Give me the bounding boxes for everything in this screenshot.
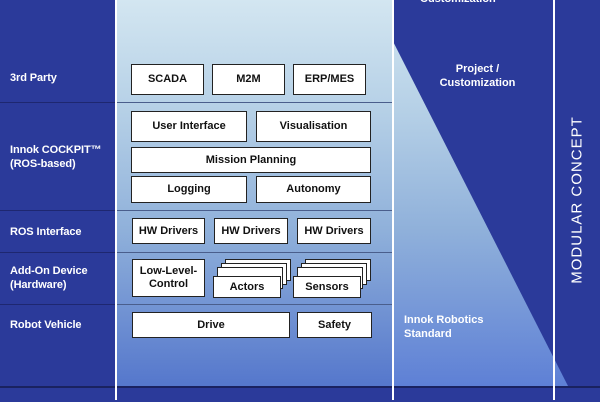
modular-concept-title: MODULAR CONCEPT bbox=[568, 116, 586, 284]
row-label-robot-vehicle: Robot Vehicle bbox=[10, 319, 82, 331]
label-line: Standard bbox=[404, 328, 452, 340]
row-divider bbox=[117, 252, 392, 253]
box-actors: Actors bbox=[213, 276, 281, 298]
row-label-line: Add-On Device bbox=[10, 265, 88, 277]
row-divider bbox=[117, 102, 392, 103]
row-label-add-on-device: Add-On Device (Hardware) bbox=[10, 264, 88, 292]
box-m2m: M2M bbox=[212, 64, 285, 95]
box-user-interface: User Interface bbox=[131, 111, 247, 142]
label-line: Customization bbox=[439, 77, 516, 89]
row-divider bbox=[117, 210, 392, 211]
column-divider bbox=[553, 0, 555, 400]
box-autonomy: Autonomy bbox=[256, 176, 371, 203]
box-text-line: Low-Level- bbox=[139, 265, 198, 277]
row-divider bbox=[117, 304, 392, 305]
box-logging: Logging bbox=[131, 176, 247, 203]
column-divider bbox=[392, 0, 394, 400]
innok-standard-label: Innok Robotics Standard bbox=[404, 313, 483, 341]
label-line: Innok Robotics bbox=[404, 314, 484, 326]
customization-area bbox=[394, 0, 574, 386]
row-label-ros-interface: ROS Interface bbox=[10, 226, 82, 238]
row-divider bbox=[0, 102, 115, 103]
project-customization-label: Project / Customization bbox=[420, 62, 535, 90]
row-divider bbox=[0, 210, 115, 211]
bottom-band bbox=[0, 386, 600, 402]
customization-cut-label: Customization bbox=[420, 0, 496, 6]
box-safety: Safety bbox=[297, 312, 372, 338]
box-visualisation: Visualisation bbox=[256, 111, 371, 142]
box-text-line: Control bbox=[148, 278, 189, 290]
row-label-line: (ROS-based) bbox=[10, 158, 76, 170]
row-label-cockpit: Innok COCKPIT™ (ROS-based) bbox=[10, 143, 102, 171]
box-low-level-control: Low-Level- Control bbox=[132, 259, 205, 297]
row-divider bbox=[0, 252, 115, 253]
box-hw-drivers: HW Drivers bbox=[214, 218, 288, 244]
scope-column bbox=[394, 0, 574, 386]
box-mission-planning: Mission Planning bbox=[131, 147, 371, 173]
row-label-line: (Hardware) bbox=[10, 279, 67, 291]
box-drive: Drive bbox=[132, 312, 290, 338]
label-line: Project / bbox=[455, 63, 500, 75]
row-label-line: Innok COCKPIT™ bbox=[10, 144, 102, 156]
box-hw-drivers: HW Drivers bbox=[132, 218, 205, 244]
box-scada: SCADA bbox=[131, 64, 204, 95]
box-erp-mes: ERP/MES bbox=[293, 64, 366, 95]
row-divider bbox=[0, 304, 115, 305]
box-sensors: Sensors bbox=[293, 276, 361, 298]
box-hw-drivers: HW Drivers bbox=[297, 218, 371, 244]
scope-triangle-graphic bbox=[394, 0, 574, 386]
column-divider bbox=[115, 0, 117, 400]
row-label-3rd-party: 3rd Party bbox=[10, 72, 57, 84]
